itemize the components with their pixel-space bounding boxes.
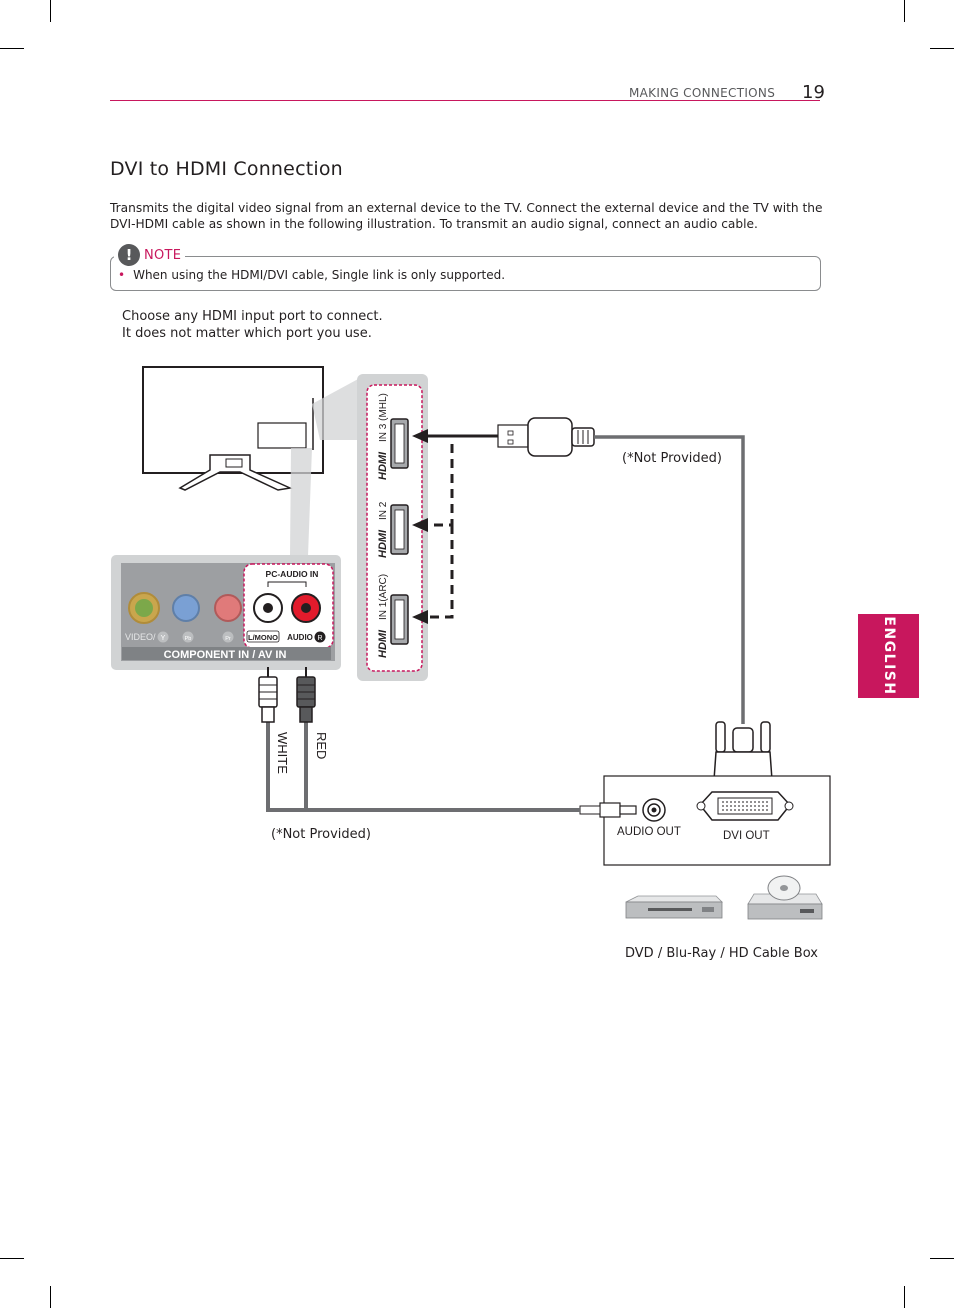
intro-paragraph: Transmits the digital video signal from … — [110, 201, 823, 231]
hdmi-arrows — [412, 429, 498, 624]
l-mono-label: L/MONO — [248, 633, 278, 642]
hdmi-port-label: IN 2 — [378, 501, 389, 520]
audio-label: AUDIO — [287, 633, 313, 642]
audio-out-jack-icon — [642, 798, 666, 822]
crop-mark — [904, 1286, 905, 1308]
hdmi-logo: HDMI — [377, 629, 389, 658]
note-label: NOTE — [144, 247, 182, 263]
crop-mark — [904, 0, 905, 22]
instruction-line: It does not matter which port you use. — [122, 326, 372, 341]
audio-plug-icon — [579, 802, 637, 818]
av-panel: PC-AUDIO IN VIDEO/ Y Pb Pr L/MONO AUDIO … — [111, 555, 341, 670]
crop-mark — [930, 1258, 954, 1259]
blu-ray-player-icon — [747, 875, 823, 920]
crop-mark — [930, 48, 954, 49]
pc-audio-in-label: PC-AUDIO IN — [266, 569, 319, 579]
note-item: • When using the HDMI/DVI cable, Single l… — [118, 268, 505, 282]
dvi-port-icon — [696, 791, 794, 821]
page-number: 19 — [802, 82, 825, 103]
pr-label: Pr — [225, 636, 231, 642]
component-label: COMPONENT IN / AV IN — [164, 649, 287, 661]
crop-mark — [0, 1258, 24, 1259]
callout-wedge — [290, 448, 312, 556]
red-cable-label: RED — [314, 732, 329, 759]
page-title: DVI to HDMI Connection — [110, 158, 343, 180]
devices-label: DVD / Blu-Ray / HD Cable Box — [625, 946, 818, 961]
hdmi-panel: HDMI IN 3 (MHL) HDMI IN 2 HDMI IN 1(ARC) — [357, 374, 428, 681]
audio-cable-white — [266, 720, 580, 812]
rca-plug-white-icon — [258, 667, 278, 723]
not-provided-hdmi-label: (*Not Provided) — [622, 451, 722, 466]
crop-mark — [50, 1286, 51, 1308]
section-label: MAKING CONNECTIONS — [629, 86, 776, 100]
crop-mark — [50, 0, 51, 22]
white-cable-label: WHITE — [275, 732, 290, 774]
audio-out-label: AUDIO OUT — [617, 826, 681, 838]
hdmi-port-label: IN 3 (MHL) — [378, 393, 389, 442]
note-item-text: When using the HDMI/DVI cable, Single li… — [133, 268, 506, 282]
hdmi-plug-icon — [497, 417, 595, 457]
y-label: Y — [161, 635, 166, 642]
callout-wedge — [312, 378, 360, 440]
hdmi-logo: HDMI — [377, 451, 389, 480]
video-label: VIDEO/ — [125, 632, 156, 642]
note-header: ! NOTE — [114, 244, 186, 266]
not-provided-audio-label: (*Not Provided) — [271, 827, 371, 842]
dvi-out-label: DVI OUT — [723, 830, 770, 842]
hdmi-logo: HDMI — [377, 529, 389, 558]
r-label: R — [317, 635, 322, 642]
hdmi-port-label: IN 1(ARC) — [378, 574, 389, 620]
rca-plug-red-icon — [296, 667, 316, 723]
instruction-text: Choose any HDMI input port to connect. I… — [122, 308, 383, 342]
instruction-line: Choose any HDMI input port to connect. — [122, 309, 383, 324]
dvd-player-icon — [625, 895, 723, 919]
header-rule — [110, 100, 820, 101]
exclamation-icon: ! — [118, 244, 140, 266]
language-tab: ENGLISH — [858, 614, 919, 698]
dvi-hdmi-cable — [594, 435, 745, 724]
bullet-icon: • — [118, 268, 126, 282]
pb-label: Pb — [185, 636, 192, 642]
note-box — [110, 256, 821, 291]
crop-mark — [0, 48, 24, 49]
